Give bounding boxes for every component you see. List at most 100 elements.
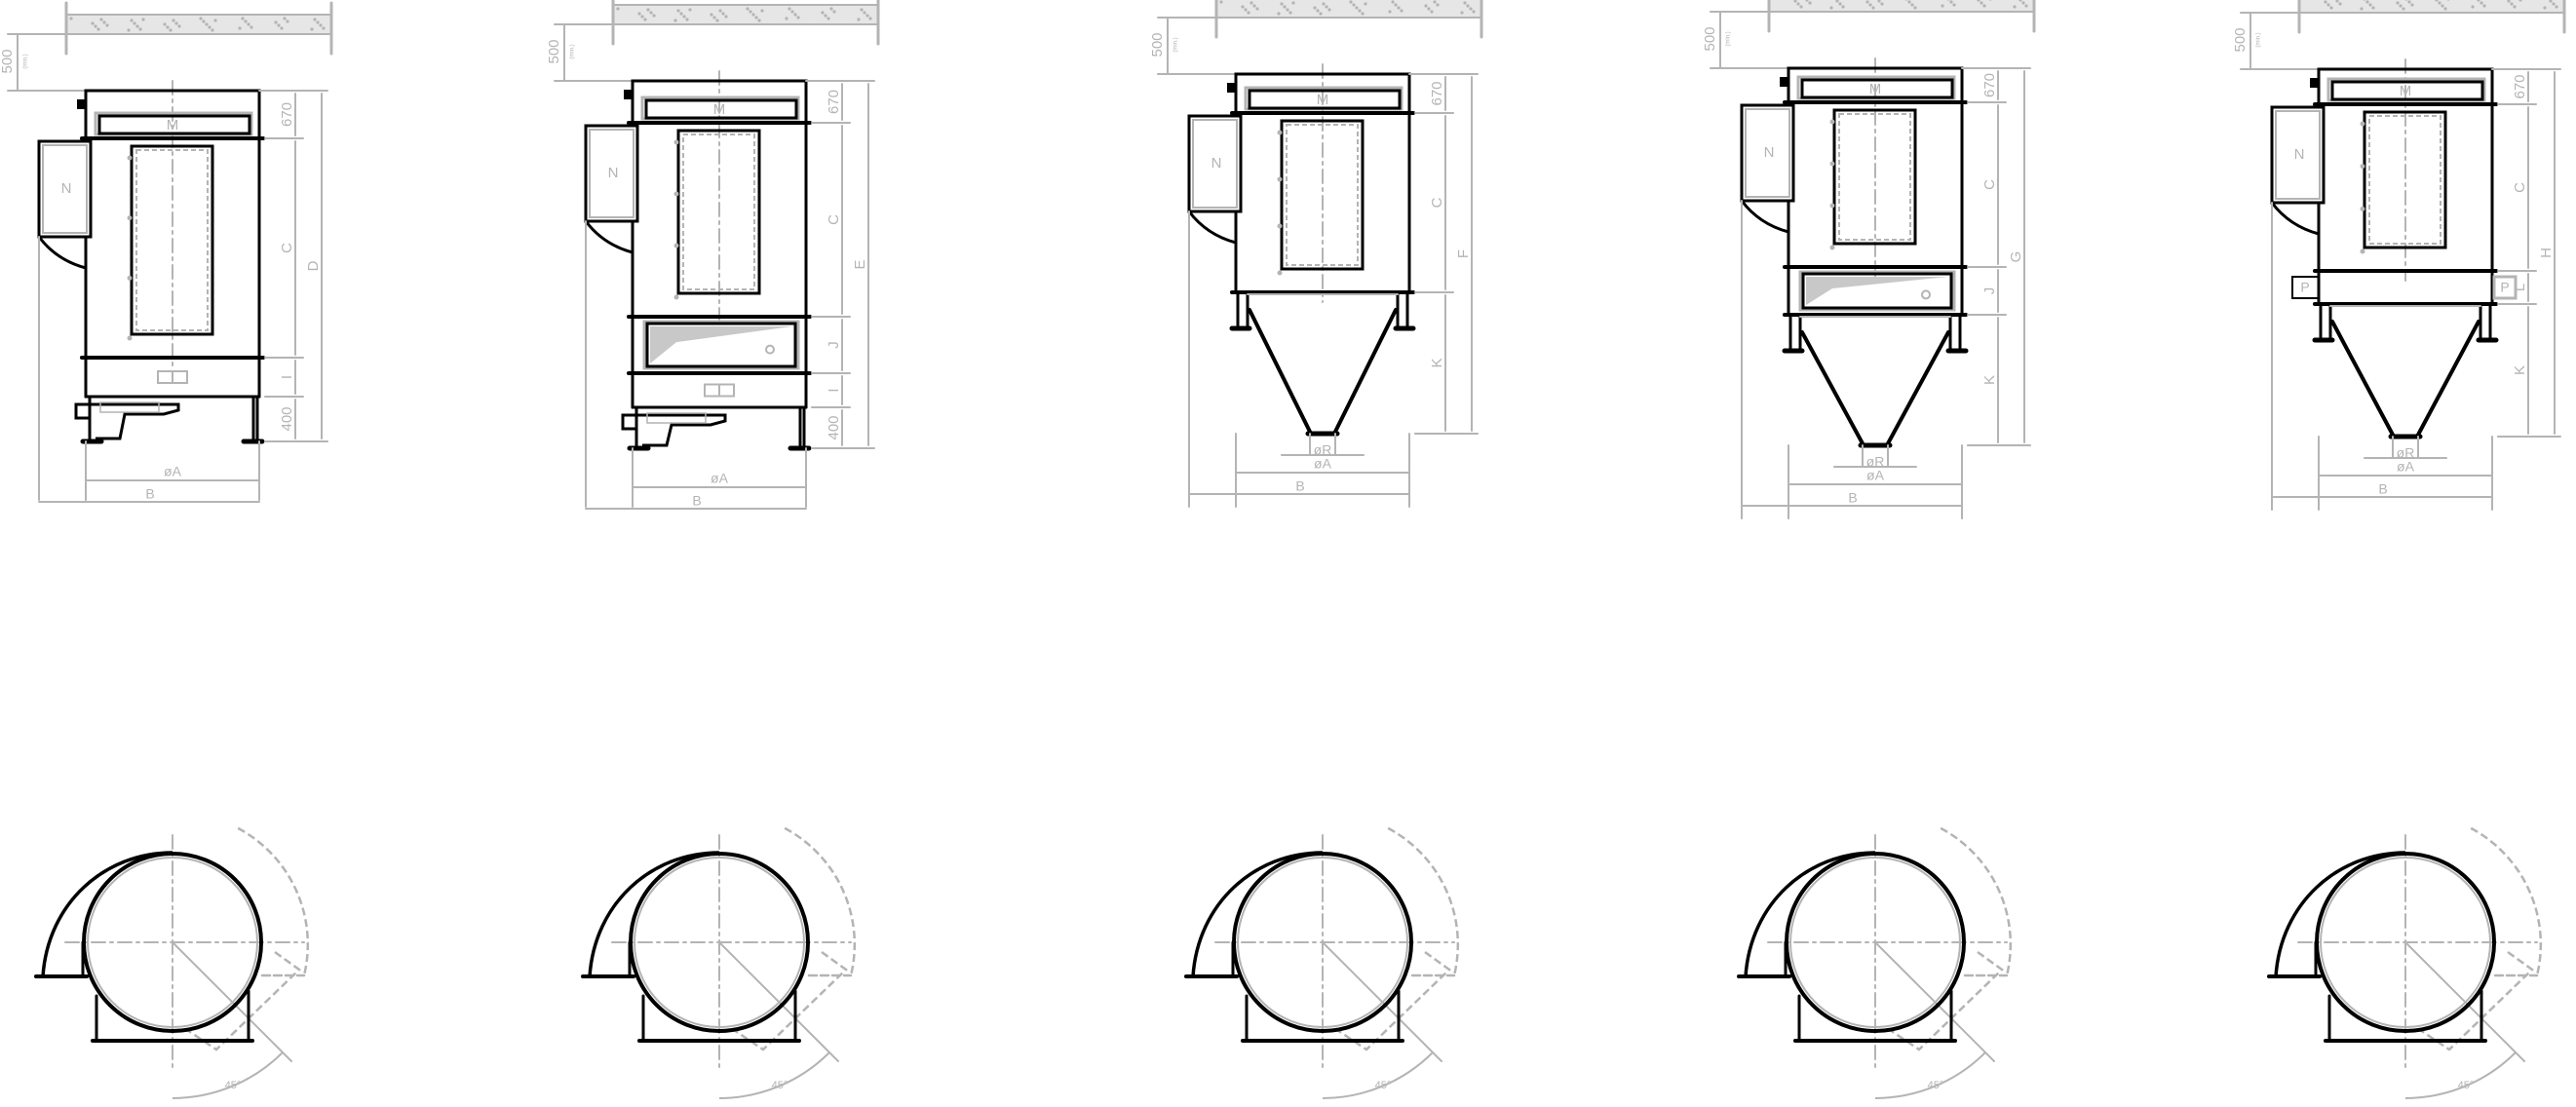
ceiling-speckle bbox=[673, 19, 677, 22]
ceiling-slab bbox=[2298, 0, 2565, 14]
ceiling-speckle bbox=[1352, 3, 1356, 7]
bolt-dot bbox=[673, 139, 679, 145]
label-m: M bbox=[1317, 92, 1329, 108]
filter-window-inner bbox=[1286, 124, 1359, 266]
bolt-dot bbox=[127, 215, 133, 221]
angle-label: 45° bbox=[772, 1080, 788, 1091]
ceiling-speckle bbox=[821, 11, 825, 15]
inlet-curve bbox=[2270, 202, 2320, 236]
ceiling-speckle bbox=[130, 19, 134, 22]
ceiling-speckle bbox=[1355, 6, 1359, 10]
ceiling-speckle bbox=[1283, 5, 1287, 9]
ceiling-speckle bbox=[2543, 6, 2547, 10]
clearance-dim-label: 500 bbox=[0, 49, 16, 73]
bolt-dot bbox=[673, 294, 679, 300]
plan-inlet-curve bbox=[588, 851, 720, 977]
ceiling-speckle bbox=[105, 23, 109, 27]
label-n: N bbox=[2294, 146, 2305, 163]
label-n: N bbox=[1211, 155, 1222, 172]
ceiling-speckle bbox=[754, 16, 758, 19]
plan-view-1: 45° bbox=[34, 826, 310, 1099]
dim-label-0: 670 bbox=[826, 90, 842, 114]
ceiling-speckle bbox=[1255, 7, 1259, 11]
angle-arc bbox=[1874, 1051, 1986, 1099]
ceiling-speckle bbox=[649, 11, 653, 15]
ceiling-speckle bbox=[205, 22, 209, 26]
ceiling-speckle bbox=[868, 17, 872, 20]
plan-view-2: 45° bbox=[581, 826, 857, 1099]
angle-label: 45° bbox=[2458, 1080, 2475, 1091]
clearance-dim-label: 500 bbox=[2232, 27, 2249, 52]
dim-label-2: J bbox=[1981, 287, 1998, 295]
ceiling-speckle bbox=[1252, 4, 1256, 8]
hook-icon bbox=[1227, 83, 1237, 93]
hopper-right bbox=[2415, 320, 2480, 439]
hopper-left bbox=[2330, 320, 2396, 439]
bolt-dot bbox=[673, 243, 679, 248]
clearance-note: (min.) bbox=[570, 44, 576, 58]
plan-view-4: 45° bbox=[1737, 826, 2013, 1099]
dim-b-label: B bbox=[692, 493, 701, 509]
plan-body-circle bbox=[1232, 852, 1413, 1033]
rotation-arc-dashed bbox=[237, 826, 310, 976]
ceiling-speckle bbox=[1325, 5, 1328, 9]
ceiling-speckle bbox=[2326, 3, 2330, 7]
ceiling-speckle bbox=[238, 26, 242, 30]
ceiling-speckle bbox=[135, 24, 139, 28]
ceiling-speckle bbox=[640, 15, 644, 19]
ceiling-speckle bbox=[250, 25, 253, 29]
inlet-n-inner bbox=[1192, 119, 1238, 209]
ceiling-speckle bbox=[1463, 1, 1467, 5]
clearance-note: (min.) bbox=[2256, 32, 2262, 47]
ceiling-speckle bbox=[1952, 3, 1956, 7]
ceiling-speckle bbox=[1319, 12, 1323, 16]
ceiling-speckle bbox=[274, 20, 278, 24]
dim-label-3: K bbox=[2512, 365, 2528, 375]
overall-dim-label: F bbox=[1455, 249, 1472, 258]
plan-body-inner bbox=[2320, 857, 2491, 1028]
ceiling-speckle bbox=[2410, 3, 2414, 7]
ceiling-speckle bbox=[2402, 7, 2405, 11]
filter-access-m bbox=[1248, 89, 1402, 110]
drawer-frame bbox=[642, 320, 800, 370]
bolt-dot bbox=[1277, 130, 1283, 135]
ceiling-speckle bbox=[712, 16, 716, 19]
bolt-dot bbox=[1277, 223, 1283, 229]
ceiling-speckle bbox=[102, 20, 106, 24]
hook-icon bbox=[1780, 77, 1789, 87]
dim-label-4: 400 bbox=[826, 415, 842, 439]
inlet-curve bbox=[1187, 210, 1237, 245]
ceiling-speckle bbox=[1799, 5, 1803, 9]
bolt-dot bbox=[127, 275, 133, 281]
filter-window-inner bbox=[2368, 115, 2441, 245]
label-m: M bbox=[167, 117, 179, 134]
ceiling-speckle bbox=[1241, 5, 1245, 9]
inlet-curve bbox=[1740, 200, 1789, 234]
ceiling-speckle bbox=[2024, 4, 2028, 8]
ceiling-speckle bbox=[2396, 1, 2400, 5]
ceiling-speckle bbox=[1880, 2, 1884, 6]
ceiling-speckle bbox=[199, 17, 203, 20]
angle-arc bbox=[718, 1051, 830, 1099]
plan-body-circle bbox=[2315, 852, 2496, 1033]
clearance-dim-label: 500 bbox=[1702, 26, 1718, 51]
ceiling-speckle bbox=[616, 7, 620, 11]
ceiling-speckle bbox=[1835, 0, 1839, 3]
ceiling-speckle bbox=[746, 7, 750, 11]
ceiling-speckle bbox=[2399, 4, 2403, 8]
ceiling-speckle bbox=[1400, 9, 1403, 13]
ceiling-speckle bbox=[1427, 7, 1431, 11]
ceiling-speckle bbox=[213, 19, 217, 22]
ceiling-speckle bbox=[829, 7, 833, 11]
hopper-left bbox=[1800, 330, 1865, 447]
rotation-arc-dashed bbox=[1940, 826, 2013, 976]
ceiling-speckle bbox=[208, 25, 211, 29]
ceiling-speckle bbox=[682, 15, 686, 19]
ceiling-speckle bbox=[652, 14, 656, 18]
ceiling-speckle bbox=[127, 28, 131, 32]
dim-label-3: I bbox=[826, 388, 842, 392]
rotation-arc-dashed bbox=[784, 826, 857, 976]
ceiling-speckle bbox=[313, 18, 317, 21]
